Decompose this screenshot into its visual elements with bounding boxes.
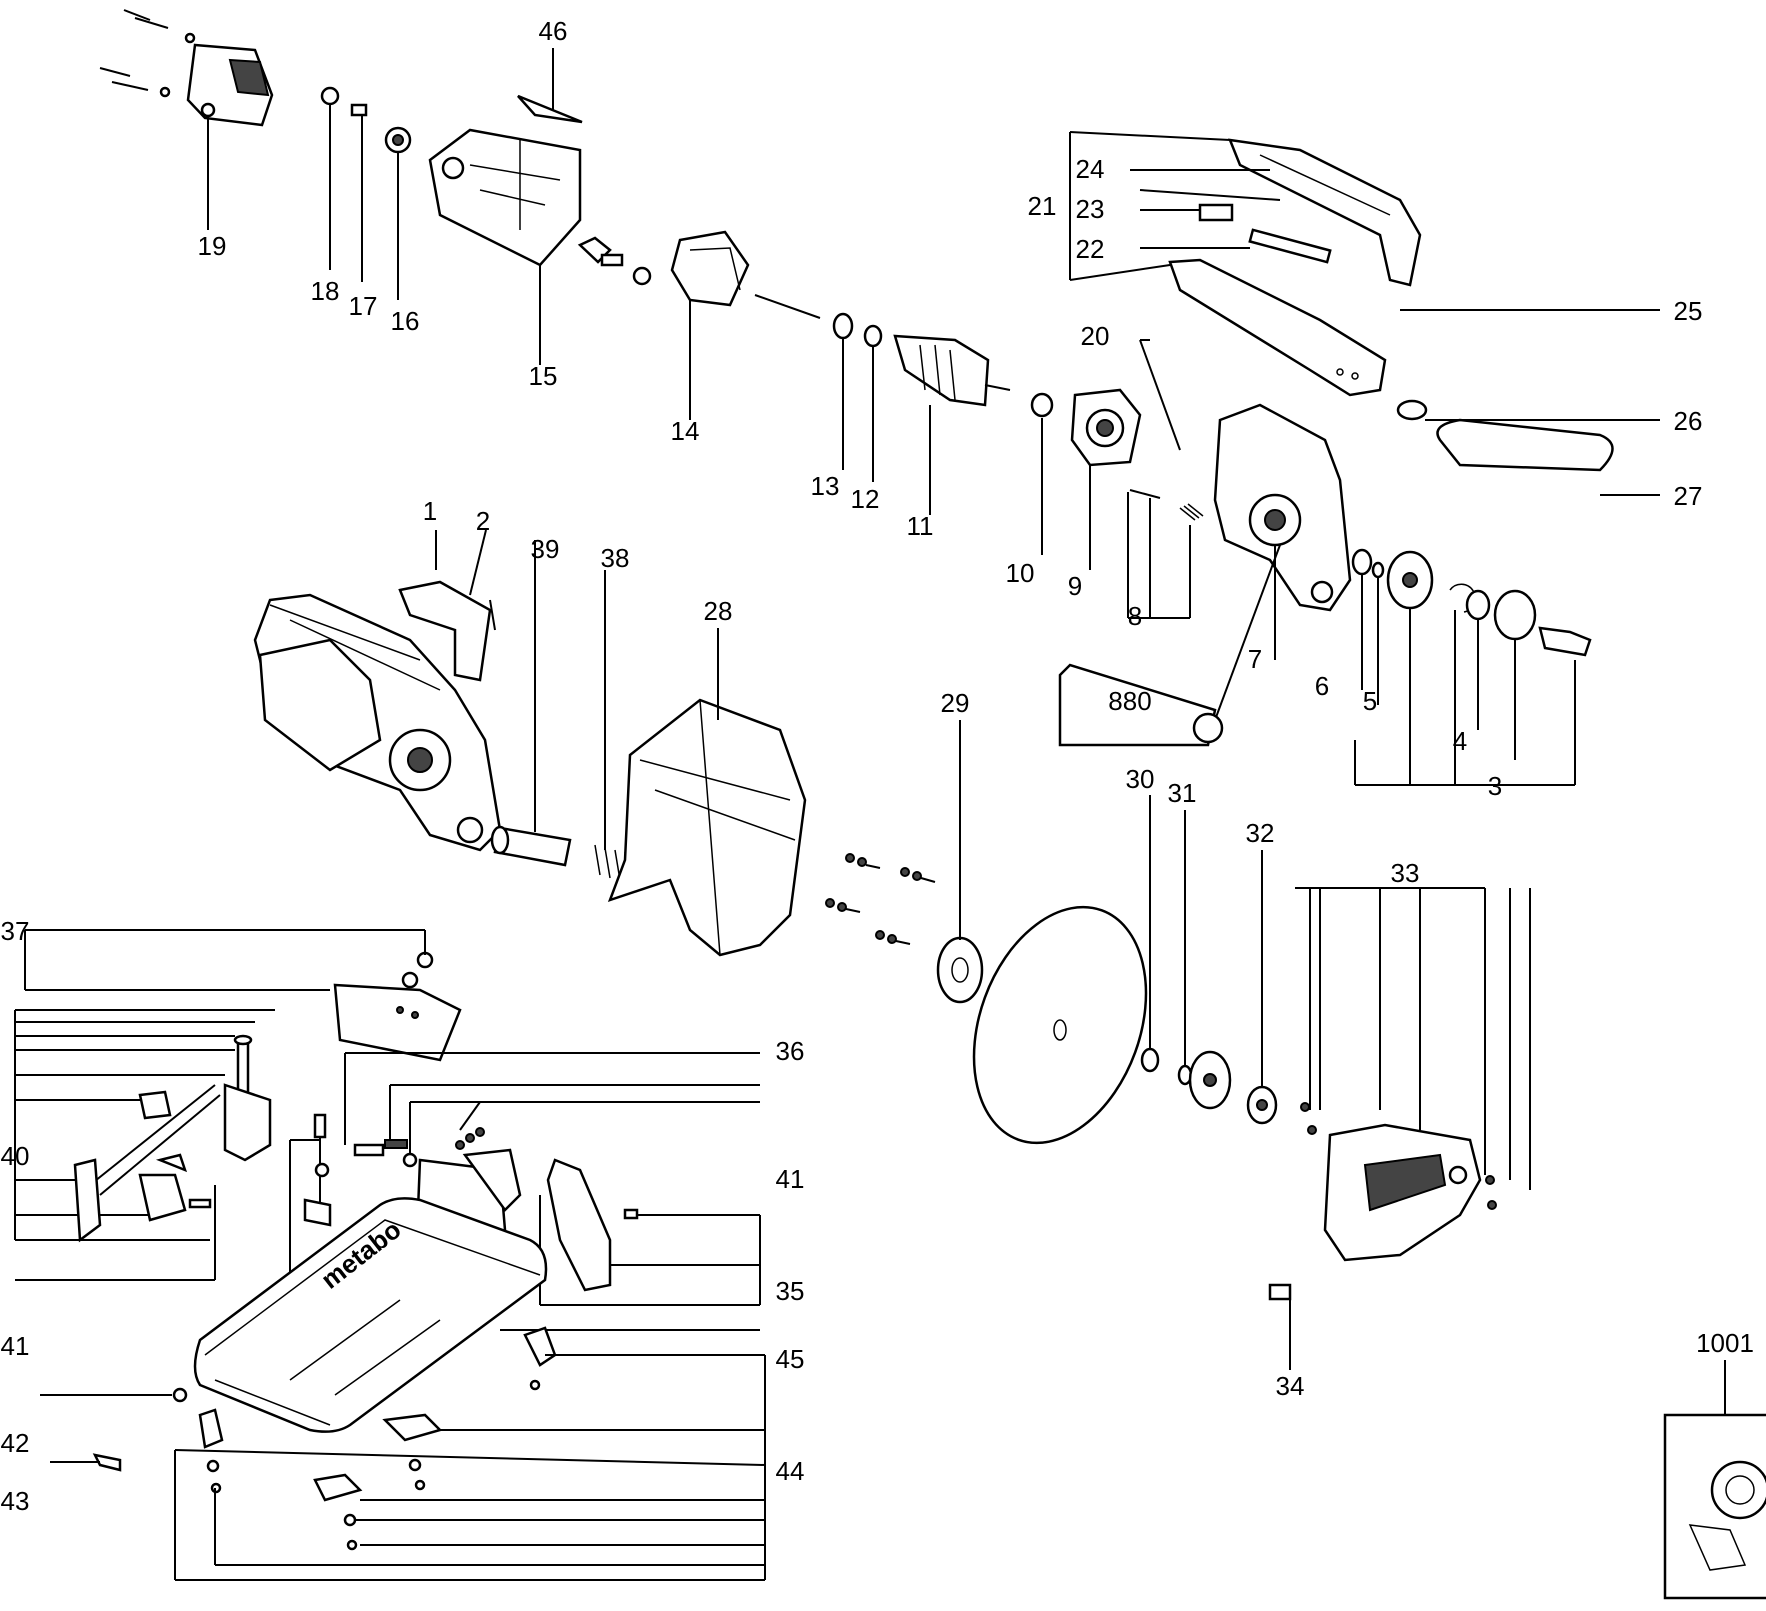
label-part-11: 11 (907, 511, 934, 541)
inset-1001 (1663, 1360, 1766, 1600)
part-29-flange (936, 720, 984, 1004)
part-14-field-coil (577, 230, 821, 420)
label-part-29: 29 (941, 688, 970, 718)
parts-21-27-handle (1069, 131, 1660, 496)
label-part-8: 8 (1128, 601, 1142, 631)
label-part-22: 22 (1076, 234, 1105, 264)
parts-3-6-spindle (1351, 548, 1592, 786)
label-part-46: 46 (539, 16, 568, 46)
label-part-23: 23 (1076, 194, 1105, 224)
part-37-fence (24, 929, 462, 1062)
tube-880-label: 880 (1108, 686, 1151, 716)
label-part-7: 7 (1248, 644, 1262, 674)
label-part-35: 35 (776, 1276, 805, 1306)
parts-11-13-armature (832, 312, 1011, 515)
label-part-28: 28 (704, 596, 733, 626)
label-part-9: 9 (1068, 571, 1082, 601)
label-part-21: 21 (1028, 191, 1057, 221)
label-part-40: 40 (1, 1141, 30, 1171)
label-part-6: 6 (1315, 671, 1329, 701)
label-part-24: 24 (1076, 154, 1105, 184)
label-part-14: 14 (671, 416, 700, 446)
label-part-15: 15 (529, 361, 558, 391)
label-part-30: 30 (1126, 764, 1155, 794)
label-part-17: 17 (349, 291, 378, 321)
cutting-disc (972, 905, 1148, 1145)
label-part-4: 4 (1453, 726, 1467, 756)
part-8-pin-spring (1127, 489, 1204, 619)
label-part-12: 12 (851, 484, 880, 514)
part-46-wedge (517, 48, 583, 124)
label-part-41-right: 41 (776, 1164, 805, 1194)
label-part-1: 1 (423, 496, 437, 526)
label-part-5: 5 (1363, 686, 1377, 716)
part-40-clamp (14, 1009, 275, 1281)
label-part-16: 16 (391, 306, 420, 336)
part-45-base: metabo (193, 1197, 760, 1433)
label-part-20: 20 (1081, 321, 1110, 351)
part-15-motor-housing (428, 128, 582, 365)
label-part-18: 18 (311, 276, 340, 306)
parts-9-10-20 (1030, 339, 1181, 570)
label-part-43: 43 (1, 1486, 30, 1516)
label-part-44: 44 (776, 1456, 805, 1486)
label-part-45: 45 (776, 1344, 805, 1374)
guard-screws (825, 853, 936, 945)
label-part-19: 19 (198, 231, 227, 261)
part-35-cover (539, 1158, 761, 1306)
parts-38-39 (490, 540, 641, 885)
label-part-10: 10 (1006, 558, 1035, 588)
label-part-37: 37 (1, 916, 30, 946)
part-labels: 1 2 3 4 5 6 7 8 9 10 11 12 13 14 15 16 1… (1, 16, 1754, 1516)
label-part-39: 39 (531, 534, 560, 564)
parts-16-18 (320, 86, 412, 300)
parts-30-32 (1140, 795, 1278, 1125)
part-33-lower-guard (1268, 887, 1531, 1370)
label-part-1001: 1001 (1696, 1328, 1754, 1358)
label-part-31: 31 (1168, 778, 1197, 808)
label-part-36: 36 (776, 1036, 805, 1066)
parts-42-44-feet (40, 1326, 766, 1581)
label-part-38: 38 (601, 543, 630, 573)
label-part-34: 34 (1276, 1371, 1305, 1401)
label-part-42: 42 (1, 1428, 30, 1458)
label-part-13: 13 (811, 471, 840, 501)
label-part-2: 2 (476, 506, 490, 536)
label-part-25: 25 (1674, 296, 1703, 326)
machine-head (253, 529, 502, 852)
label-part-27: 27 (1674, 481, 1703, 511)
part-19-motor-cap (99, 9, 274, 230)
part-28-blade-guard (607, 628, 807, 957)
label-part-3: 3 (1488, 771, 1502, 801)
label-part-32: 32 (1246, 818, 1275, 848)
label-part-26: 26 (1674, 406, 1703, 436)
label-part-33: 33 (1391, 858, 1420, 888)
part-7-gearbox-housing: 880 (1058, 403, 1352, 747)
label-part-41-left: 41 (1, 1331, 30, 1361)
